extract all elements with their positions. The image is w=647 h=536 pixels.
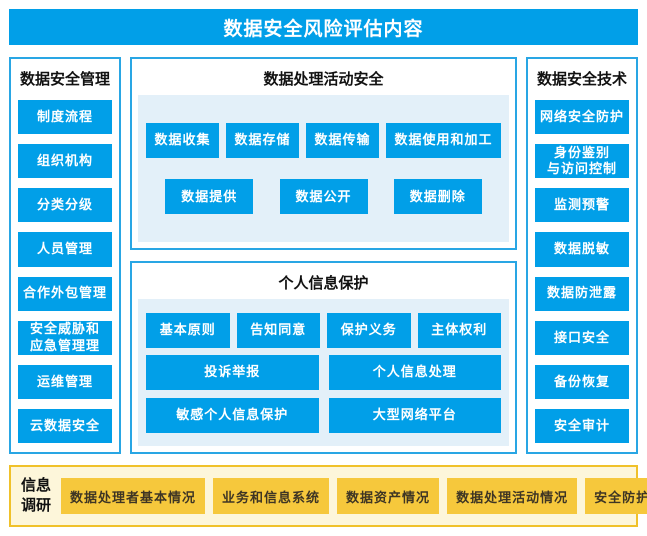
panel-header: 数据安全技术 — [536, 71, 627, 88]
diagram-item: 数据删除 — [393, 179, 482, 215]
diagram-item: 敏感个人信息保护 — [146, 397, 319, 433]
diagram-item: 安全威胁和 应急管理理 — [18, 320, 112, 355]
diagram-item: 分类分级 — [18, 188, 112, 223]
diagram-item: 个人信息处理 — [328, 355, 501, 390]
diagram-item: 数据资产情况 — [337, 478, 440, 514]
diagram-item: 数据使用和加工 — [386, 122, 501, 158]
page-title: 数据安全风险评估内容 — [9, 9, 638, 45]
diagram-item: 制度流程 — [18, 100, 112, 135]
diagram-item: 数据存储 — [226, 122, 299, 158]
panel-header: 信息 调研 — [21, 476, 52, 514]
item-row: 数据提供 数据公开 数据删除 — [146, 179, 501, 215]
diagram-item: 身份鉴别 与访问控制 — [535, 144, 629, 179]
diagram-item: 业务和信息系统 — [213, 478, 330, 514]
item-row: 敏感个人信息保护 大型网络平台 — [146, 397, 501, 433]
diagram-item: 备份恢复 — [535, 364, 629, 399]
diagram-item: 数据处理者基本情况 — [61, 478, 206, 514]
diagram-item: 运维管理 — [18, 364, 112, 399]
diagram-item: 安全防护措施 — [585, 478, 647, 514]
diagram-item: 数据传输 — [306, 122, 379, 158]
diagram-item: 数据收集 — [146, 122, 219, 158]
diagram-item: 投诉举报 — [146, 355, 319, 390]
diagram-item: 安全审计 — [535, 408, 629, 443]
item-row: 数据收集 数据存储 数据传输 数据使用和加工 — [146, 122, 501, 158]
diagram-item: 网络安全防护 — [535, 100, 629, 135]
panel-data-security-management: 数据安全管理 制度流程 组织机构 分类分级 人员管理 合作外包管理 安全威胁和 … — [9, 57, 121, 454]
panel-data-processing-activity-security: 数据处理活动安全 数据收集 数据存储 数据传输 数据使用和加工 数据提供 数据公… — [130, 57, 517, 250]
diagram-item: 数据防泄露 — [535, 276, 629, 311]
diagram-item: 组织机构 — [18, 144, 112, 179]
panel-data-security-technology: 数据安全技术 网络安全防护 身份鉴别 与访问控制 监测预警 数据脱敏 数据防泄露… — [526, 57, 638, 454]
panel-body: 数据收集 数据存储 数据传输 数据使用和加工 数据提供 数据公开 数据删除 — [138, 95, 509, 242]
diagram-item: 接口安全 — [535, 320, 629, 355]
diagram-item: 告知同意 — [236, 312, 320, 348]
panel-info-research: 信息 调研 数据处理者基本情况 业务和信息系统 数据资产情况 数据处理活动情况 … — [9, 465, 647, 527]
diagram-item: 数据公开 — [279, 179, 368, 215]
diagram-item: 云数据安全 — [18, 408, 112, 443]
panel-personal-info-protection: 个人信息保护 基本原则 告知同意 保护义务 主体权利 投诉举报 个人信息处理 敏… — [130, 261, 517, 454]
panel-header: 数据处理活动安全 — [263, 71, 384, 88]
panel-body: 基本原则 告知同意 保护义务 主体权利 投诉举报 个人信息处理 敏感个人信息保护… — [138, 299, 509, 446]
diagram-item: 合作外包管理 — [18, 276, 112, 311]
panel-header: 个人信息保护 — [278, 275, 369, 292]
diagram-item: 人员管理 — [18, 232, 112, 267]
panel-header: 数据安全管理 — [19, 71, 110, 88]
diagram-item: 数据处理活动情况 — [447, 478, 578, 514]
diagram-item: 基本原则 — [146, 312, 230, 348]
diagram-columns: 数据安全管理 制度流程 组织机构 分类分级 人员管理 合作外包管理 安全威胁和 … — [9, 57, 638, 454]
diagram-item: 监测预警 — [535, 188, 629, 223]
diagram-item: 主体权利 — [417, 312, 501, 348]
item-row: 基本原则 告知同意 保护义务 主体权利 — [146, 312, 501, 348]
diagram-item: 大型网络平台 — [328, 397, 501, 433]
item-row: 投诉举报 个人信息处理 — [146, 355, 501, 390]
diagram-item: 数据提供 — [165, 179, 254, 215]
middle-column: 数据处理活动安全 数据收集 数据存储 数据传输 数据使用和加工 数据提供 数据公… — [130, 57, 517, 454]
diagram-item: 保护义务 — [327, 312, 411, 348]
diagram-item: 数据脱敏 — [535, 232, 629, 267]
